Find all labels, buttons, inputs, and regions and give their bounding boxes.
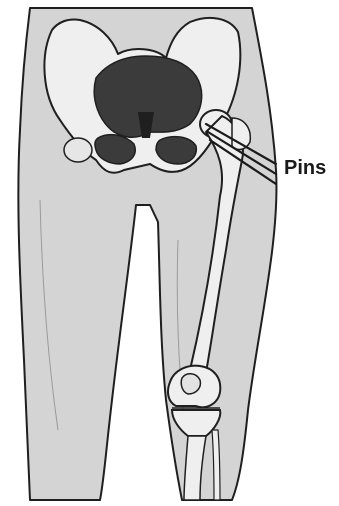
patella — [181, 374, 200, 394]
left-hip-joint — [64, 138, 92, 162]
obturator-foramen-right — [156, 137, 196, 164]
pins-label: Pins — [284, 158, 326, 178]
